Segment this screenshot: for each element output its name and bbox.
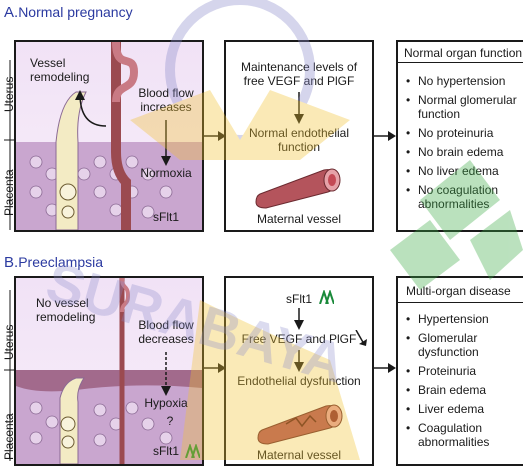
normoxia-label: Normoxia xyxy=(136,166,196,180)
blood-flow-increases-label: Blood flow increases xyxy=(126,86,206,114)
question-mark-label: ? xyxy=(160,414,180,428)
down-arrow-icon xyxy=(160,120,172,166)
list-item: Glomerular dysfunction xyxy=(406,331,523,359)
normal-endothelial-label: Normal endothelial function xyxy=(226,126,372,154)
organ-disease-list-b: Hypertension Glomerular dysfunction Prot… xyxy=(406,312,523,454)
list-item: No proteinuria xyxy=(406,126,523,140)
down-arrow-icon xyxy=(293,350,305,372)
no-vessel-remodeling-label: No vessel remodeling xyxy=(36,296,116,324)
increase-arrows-icon xyxy=(318,290,334,304)
middle-box-a: Maintenance levels of free VEGF and PlGF… xyxy=(224,40,374,232)
organ-function-list-a: No hypertension Normal glomerular functi… xyxy=(406,74,523,216)
endothelial-dysfunction-label: Endothelial dysfunction xyxy=(226,374,372,388)
list-item: No coagulation abnormalities xyxy=(406,183,523,211)
right-box-a: Normal organ function No hypertension No… xyxy=(396,40,523,232)
list-item: No hypertension xyxy=(406,74,523,88)
multi-organ-disease-title: Multi-organ disease xyxy=(406,284,523,298)
free-vegf-plgf-label: Free VEGF and PlGF xyxy=(226,332,372,346)
divider xyxy=(398,302,523,303)
normal-organ-function-title: Normal organ function xyxy=(404,46,523,60)
right-arrow-icon xyxy=(374,362,396,374)
list-item: No liver edema xyxy=(406,164,523,178)
down-arrow-icon xyxy=(293,308,305,330)
sflt1-label-b: sFlt1 xyxy=(146,444,186,458)
divider xyxy=(398,62,523,63)
list-item: Proteinuria xyxy=(406,364,523,378)
section-b-title: B.Preeclampsia xyxy=(4,254,103,271)
maintenance-vegf-label: Maintenance levels of free VEGF and PlGF xyxy=(226,60,372,88)
blood-flow-decreases-label: Blood flow decreases xyxy=(126,318,206,346)
vessel-remodeling-label: Vessel remodeling xyxy=(30,56,110,84)
sflt1-label-a: sFlt1 xyxy=(146,210,186,224)
sflt1-middle-label: sFlt1 xyxy=(226,292,372,306)
increase-arrows-icon xyxy=(184,444,200,458)
maternal-vessel-damaged-icon xyxy=(256,400,352,446)
curved-arrow-icon xyxy=(70,88,110,132)
list-item: Normal glomerular function xyxy=(406,93,523,121)
maternal-vessel-label-b: Maternal vessel xyxy=(226,448,372,462)
middle-box-b: sFlt1 Free VEGF and PlGF Endothelial dys… xyxy=(224,276,374,466)
maternal-vessel-healthy-icon xyxy=(254,164,350,210)
right-arrow-icon xyxy=(374,130,396,142)
right-arrow-icon xyxy=(204,130,226,142)
list-item: Coagulation abnormalities xyxy=(406,421,523,449)
section-a-title: A.Normal pregnancy xyxy=(4,4,133,21)
right-box-b: Multi-organ disease Hypertension Glomeru… xyxy=(396,276,523,466)
down-arrow-icon xyxy=(293,92,305,124)
maternal-vessel-label-a: Maternal vessel xyxy=(226,212,372,226)
hypoxia-label: Hypoxia xyxy=(136,396,196,410)
list-item: Liver edema xyxy=(406,402,523,416)
down-arrow-icon xyxy=(160,352,172,396)
list-item: Hypertension xyxy=(406,312,523,326)
right-arrow-icon xyxy=(204,362,226,374)
list-item: No brain edema xyxy=(406,145,523,159)
list-item: Brain edema xyxy=(406,383,523,397)
decrease-arrow-icon xyxy=(354,330,368,346)
